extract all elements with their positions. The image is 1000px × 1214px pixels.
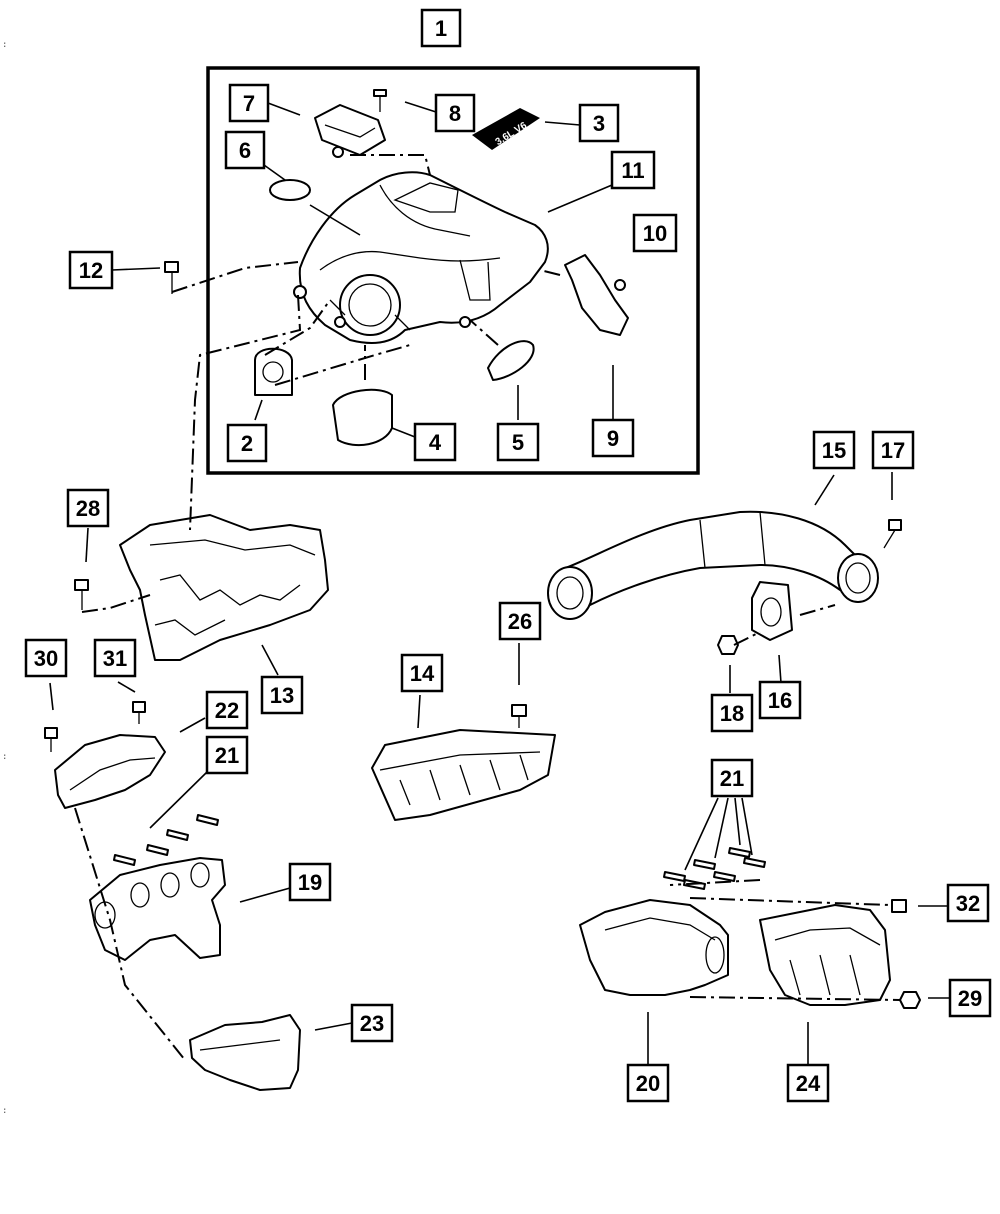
bolt-28 (74, 579, 89, 610)
callout-4: 4 (413, 422, 457, 462)
exhaust-crossover-pipe (547, 510, 879, 620)
callout-19-label: 19 (298, 870, 322, 895)
callout-23: 23 (350, 1003, 394, 1043)
exhaust-manifold-left (89, 857, 226, 961)
callout-21-right: 21 (710, 758, 754, 798)
callout-1-label: 1 (435, 16, 447, 41)
callout-21-left: 21 (205, 735, 249, 775)
callout-19: 19 (288, 862, 332, 902)
heat-shield-lower-left (189, 1014, 301, 1091)
callout-3-label: 3 (593, 111, 605, 136)
callout-9-label: 9 (607, 426, 619, 451)
alignment-lines (74, 154, 901, 1061)
bolt-12 (164, 261, 179, 294)
leader-lines (49, 101, 950, 1065)
callout-17-label: 17 (881, 438, 905, 463)
callout-14: 14 (400, 653, 444, 693)
nut-29 (899, 991, 921, 1009)
margin-mark: : (2, 752, 8, 762)
assembly-frame (206, 66, 700, 475)
callout-1: 1 (420, 8, 462, 48)
callout-21-left-label: 21 (215, 743, 239, 768)
margin-mark: : (2, 1106, 8, 1116)
bolt-32 (891, 899, 907, 913)
callout-29: 29 (948, 978, 992, 1018)
callout-7: 7 (228, 83, 270, 123)
stud-31 (132, 701, 146, 724)
heat-shield-upper-left (54, 734, 166, 809)
callout-21-right-label: 21 (720, 766, 744, 791)
callout-6-label: 6 (239, 138, 251, 163)
callout-16-label: 16 (768, 688, 792, 713)
upper-intake-plenum (293, 171, 549, 344)
bolt-8 (373, 89, 387, 112)
callout-13-label: 13 (270, 683, 294, 708)
callout-23-label: 23 (360, 1011, 384, 1036)
manifold-studs-left (113, 814, 219, 866)
callout-6: 6 (224, 130, 266, 170)
callout-15: 15 (812, 430, 856, 470)
callout-7-label: 7 (243, 91, 255, 116)
bolt-26 (511, 704, 527, 728)
callout-18-label: 18 (720, 701, 744, 726)
callout-2-label: 2 (241, 431, 253, 456)
callout-13: 13 (260, 675, 304, 715)
heat-shield-right (759, 904, 891, 1006)
throttle-body-gasket (254, 347, 293, 396)
callout-28-label: 28 (76, 496, 100, 521)
callout-30: 30 (24, 638, 68, 678)
callout-10-label: 10 (643, 221, 667, 246)
callout-20-label: 20 (636, 1071, 660, 1096)
callout-8-label: 8 (449, 101, 461, 126)
callout-10: 10 (632, 213, 678, 253)
callout-30-label: 30 (34, 646, 58, 671)
callout-29-label: 29 (958, 986, 982, 1011)
map-sensor (314, 104, 386, 158)
callout-5: 5 (496, 422, 540, 462)
support-bracket (564, 254, 629, 336)
lower-intake-manifold (119, 514, 329, 661)
heat-shield-center (371, 729, 556, 821)
manifold-studs-right (663, 847, 766, 890)
callout-32: 32 (946, 883, 990, 923)
callout-24-label: 24 (796, 1071, 821, 1096)
crossover-gasket (751, 581, 793, 641)
callout-11: 11 (610, 150, 656, 190)
callout-26-label: 26 (508, 609, 532, 634)
callout-17: 17 (871, 430, 915, 470)
stud-30 (44, 727, 58, 752)
port-cap (269, 179, 311, 201)
callout-28: 28 (66, 488, 110, 528)
callout-4-label: 4 (429, 430, 442, 455)
engine-cover-badge: 3.6L V6 (472, 108, 540, 150)
callout-11-label: 11 (621, 158, 644, 183)
callout-12: 12 (68, 250, 114, 290)
nut-18 (717, 635, 739, 655)
callout-5-label: 5 (512, 430, 524, 455)
callout-3: 3 (578, 103, 620, 143)
callout-14-label: 14 (410, 661, 435, 686)
margin-mark: : (2, 40, 8, 50)
callout-20: 20 (626, 1063, 670, 1103)
callout-18: 18 (710, 693, 754, 733)
callout-16: 16 (758, 680, 802, 720)
callout-22-label: 22 (215, 698, 239, 723)
callout-26: 26 (498, 601, 542, 641)
callout-15-label: 15 (822, 438, 846, 463)
callout-9: 9 (591, 418, 635, 458)
callout-31: 31 (93, 638, 137, 678)
bolt-17 (883, 519, 902, 549)
callout-22: 22 (205, 690, 249, 730)
pcv-gasket (487, 340, 535, 381)
exhaust-manifold-right (579, 899, 729, 996)
callout-24: 24 (786, 1063, 830, 1103)
upper-manifold-gasket (332, 388, 393, 447)
callout-8: 8 (434, 93, 476, 133)
callout-2: 2 (226, 423, 268, 463)
callout-32-label: 32 (956, 891, 980, 916)
callout-31-label: 31 (103, 646, 127, 671)
callout-12-label: 12 (79, 258, 103, 283)
